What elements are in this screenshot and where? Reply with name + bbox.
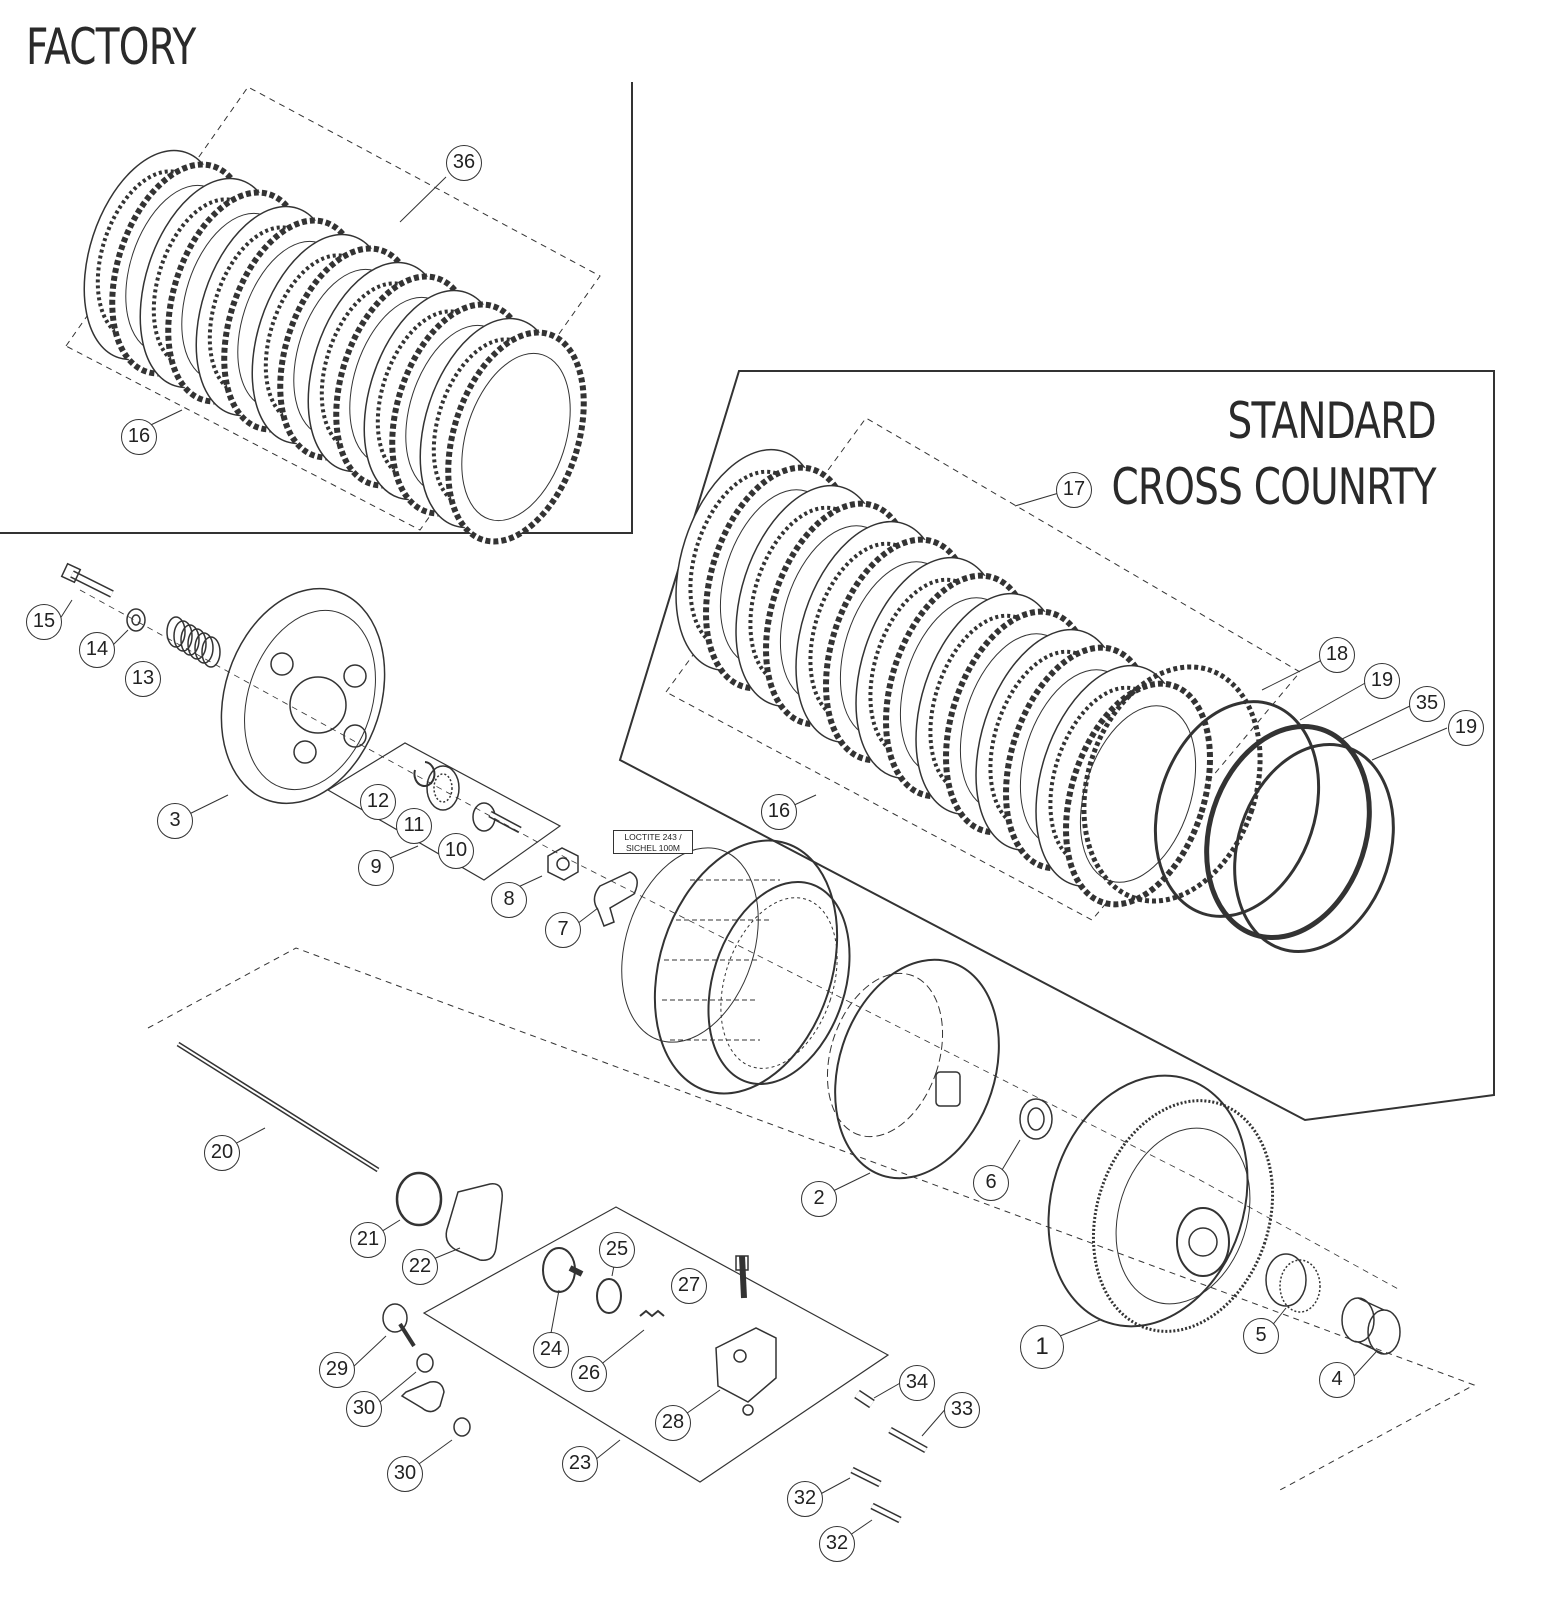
washer-30b [453, 1417, 471, 1437]
callout-5: 5 [1243, 1318, 1279, 1354]
callout-12: 12 [360, 784, 396, 820]
wire-ring-19b [1233, 742, 1395, 954]
inner-hub [826, 958, 1000, 1180]
bushing-4 [1341, 1297, 1401, 1355]
callout-30-b: 30 [387, 1456, 423, 1492]
factory-frame [0, 82, 633, 534]
washer-14 [126, 608, 146, 632]
steel-ring-18 [1081, 664, 1263, 904]
callout-20: 20 [204, 1135, 240, 1171]
loctite-note: LOCTITE 243 / SICHEL 100M [613, 830, 693, 854]
thrust-washer-6 [1019, 1098, 1053, 1140]
axis-line-upper [79, 589, 1401, 1291]
callout-3: 3 [157, 803, 193, 839]
pressure-piece-10 [472, 802, 522, 834]
callout-19-a: 19 [1364, 663, 1400, 699]
bolt-15 [60, 562, 114, 598]
callout-29: 29 [319, 1352, 355, 1388]
callout-30-a: 30 [346, 1391, 382, 1427]
factory-disc-stack [83, 149, 587, 545]
ring-set [1081, 664, 1395, 954]
outer-basket [1047, 1074, 1275, 1333]
banjo-fitting [400, 1380, 445, 1413]
standard-cross-country-title: STANDARD CROSS COUNRTY [1111, 388, 1437, 520]
o-ring-25 [596, 1278, 622, 1314]
callout-18: 18 [1319, 637, 1355, 673]
needle-bearing-5 [1265, 1253, 1321, 1313]
standard-frame [618, 370, 1495, 1122]
bolt-32b [870, 1502, 902, 1524]
standard-title-line2: CROSS COUNRTY [1111, 458, 1437, 516]
loctite-note-line1: LOCTITE 243 / [624, 832, 682, 842]
banjo-bolt-29 [382, 1303, 416, 1348]
standard-disc-stack [675, 448, 1213, 908]
bearing-11 [426, 765, 460, 811]
callout-23: 23 [562, 1446, 598, 1482]
callout-36: 36 [446, 145, 482, 181]
callout-16-standard: 16 [761, 794, 797, 830]
callout-33: 33 [944, 1392, 980, 1428]
callout-21: 21 [350, 1222, 386, 1258]
callout-4: 4 [1319, 1362, 1355, 1398]
loctite-note-line2: SICHEL 100M [625, 843, 680, 853]
piston-24 [542, 1247, 584, 1293]
callout-17: 17 [1056, 472, 1092, 508]
callout-22: 22 [402, 1249, 438, 1285]
spring-13 [166, 616, 221, 668]
callout-25: 25 [599, 1232, 635, 1268]
spring-26 [639, 1309, 665, 1318]
callout-2: 2 [801, 1181, 837, 1217]
callout-1: 1 [1020, 1325, 1064, 1369]
callout-10: 10 [438, 833, 474, 869]
bolt-34 [854, 1389, 875, 1409]
spring-coil-6 [201, 636, 221, 668]
callout-7: 7 [545, 912, 581, 948]
clutch-pack [621, 839, 851, 1095]
bearing-kit-box [326, 742, 562, 881]
ring-35 [1204, 723, 1372, 941]
callout-9: 9 [358, 850, 394, 886]
callout-19-b: 19 [1448, 710, 1484, 746]
lock-washer-7 [593, 871, 638, 927]
circlip-12 [413, 761, 436, 787]
callout-28: 28 [655, 1405, 691, 1441]
callout-13: 13 [125, 661, 161, 697]
bolt-32a [850, 1466, 882, 1488]
bleed-nipple-27 [735, 1255, 749, 1299]
callout-14: 14 [79, 632, 115, 668]
o-ring-21 [395, 1171, 443, 1227]
callout-35: 35 [1409, 686, 1445, 722]
slave-cylinder-box [422, 1206, 890, 1483]
axis-line-lower [147, 947, 1476, 1491]
callout-16-factory: 16 [121, 419, 157, 455]
nut-8 [547, 847, 579, 881]
callout-32-b: 32 [819, 1526, 855, 1562]
gasket-22 [445, 1183, 503, 1261]
callout-34: 34 [899, 1365, 935, 1401]
washer-30a [416, 1353, 434, 1373]
callout-24: 24 [533, 1332, 569, 1368]
callout-15: 15 [26, 604, 62, 640]
callout-11: 11 [396, 808, 432, 844]
friction-disc-14 [445, 329, 587, 545]
callout-26: 26 [571, 1356, 607, 1392]
wire-ring-19a [1153, 700, 1321, 918]
factory-title: FACTORY [26, 18, 196, 76]
callout-8: 8 [491, 882, 527, 918]
standard-title-line1: STANDARD [1227, 392, 1437, 450]
slave-cylinder-28 [715, 1327, 777, 1416]
bolt-33 [888, 1426, 928, 1454]
callout-27: 27 [671, 1268, 707, 1304]
callout-6: 6 [973, 1165, 1009, 1201]
callout-32-a: 32 [787, 1481, 823, 1517]
